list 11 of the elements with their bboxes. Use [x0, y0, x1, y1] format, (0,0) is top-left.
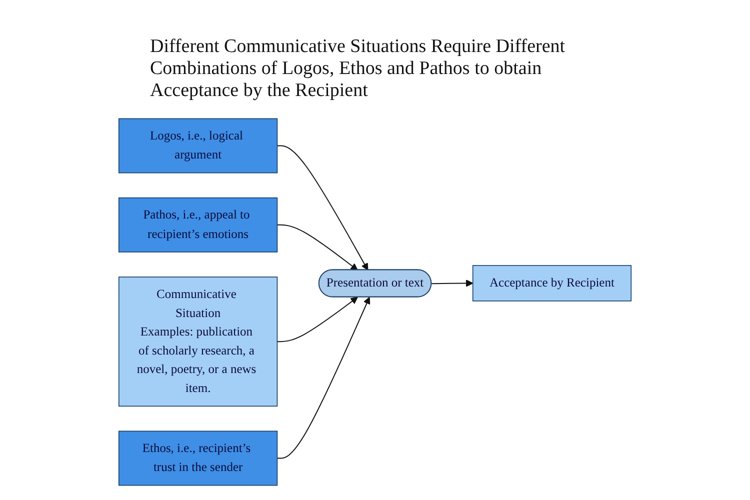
arrow — [276, 145, 368, 270]
arrow — [276, 296, 370, 459]
arrow — [276, 224, 358, 270]
arrow — [276, 296, 358, 342]
arrow — [431, 280, 474, 287]
node-box: Ethos, i.e., recipient’s trust in the sender — [118, 430, 278, 486]
node-box: Logos, i.e., logical argument — [118, 118, 278, 174]
node-box: Pathos, i.e., appeal to recipient’s emotions — [118, 197, 278, 252]
node-box: Communicative Situation Examples: publication of scholarly research, a novel, poetry, or a news item. — [118, 276, 278, 407]
node-box: Acceptance by Recipient — [472, 265, 632, 302]
diagram-title: Different Communicative Situations Require Different Combinations of Logos, Ethos and Pathos to obtain Acceptance by the Recipient — [150, 36, 566, 102]
